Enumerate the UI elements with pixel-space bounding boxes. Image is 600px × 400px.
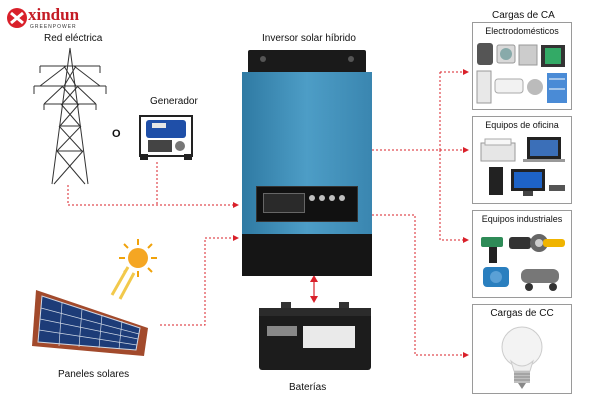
ac-group-title: Equipos de oficina xyxy=(485,120,559,130)
brand-name: xindun xyxy=(28,5,80,24)
office-equipment-icon xyxy=(480,137,565,196)
inverter-label: Inversor solar híbrido xyxy=(262,33,356,44)
grid-line xyxy=(67,185,239,208)
ac-loads-title: Cargas de CA xyxy=(492,10,555,21)
industrial-tools-icon xyxy=(481,234,565,291)
dc-line xyxy=(372,214,469,358)
ac-group-title: Electrodomésticos xyxy=(485,26,559,36)
light-bulb-icon xyxy=(501,326,543,389)
generator-icon xyxy=(139,115,193,160)
sun-rays-icon xyxy=(110,266,136,300)
ac-group-industrial-equipment: Equipos industriales xyxy=(472,210,572,298)
ac-group-title: Equipos industriales xyxy=(481,214,563,224)
solar-line xyxy=(160,235,239,326)
inverter-bottom xyxy=(242,234,372,276)
or-label: O xyxy=(112,128,121,140)
ac-group-office-equipment: Equipos de oficina xyxy=(472,116,572,204)
brand-logo: xindun GREENPOWER xyxy=(6,5,96,33)
ac-group-home-appliances: Electrodomésticos xyxy=(472,22,572,110)
ac-line-3 xyxy=(439,150,469,243)
dc-loads-box: Cargas de CC xyxy=(472,304,572,394)
home-appliances-icon xyxy=(476,43,567,104)
brand-mark-icon xyxy=(7,8,27,28)
grid-label: Red eléctrica xyxy=(44,33,103,44)
solar-panels-icon xyxy=(32,290,148,356)
battery-icon xyxy=(259,302,371,370)
inverter-lcd xyxy=(263,193,305,213)
power-tower-icon xyxy=(33,47,107,185)
battery-label: Baterías xyxy=(289,382,327,393)
hybrid-inverter xyxy=(242,50,372,276)
dc-loads-title: Cargas de CC xyxy=(490,308,554,319)
brand-tagline: GREENPOWER xyxy=(30,24,77,30)
ac-trunk-line xyxy=(372,72,441,151)
generator-label: Generador xyxy=(150,96,198,107)
inverter-display-panel xyxy=(256,186,358,222)
sun-icon xyxy=(119,239,157,277)
solar-label: Paneles solares xyxy=(58,369,130,380)
